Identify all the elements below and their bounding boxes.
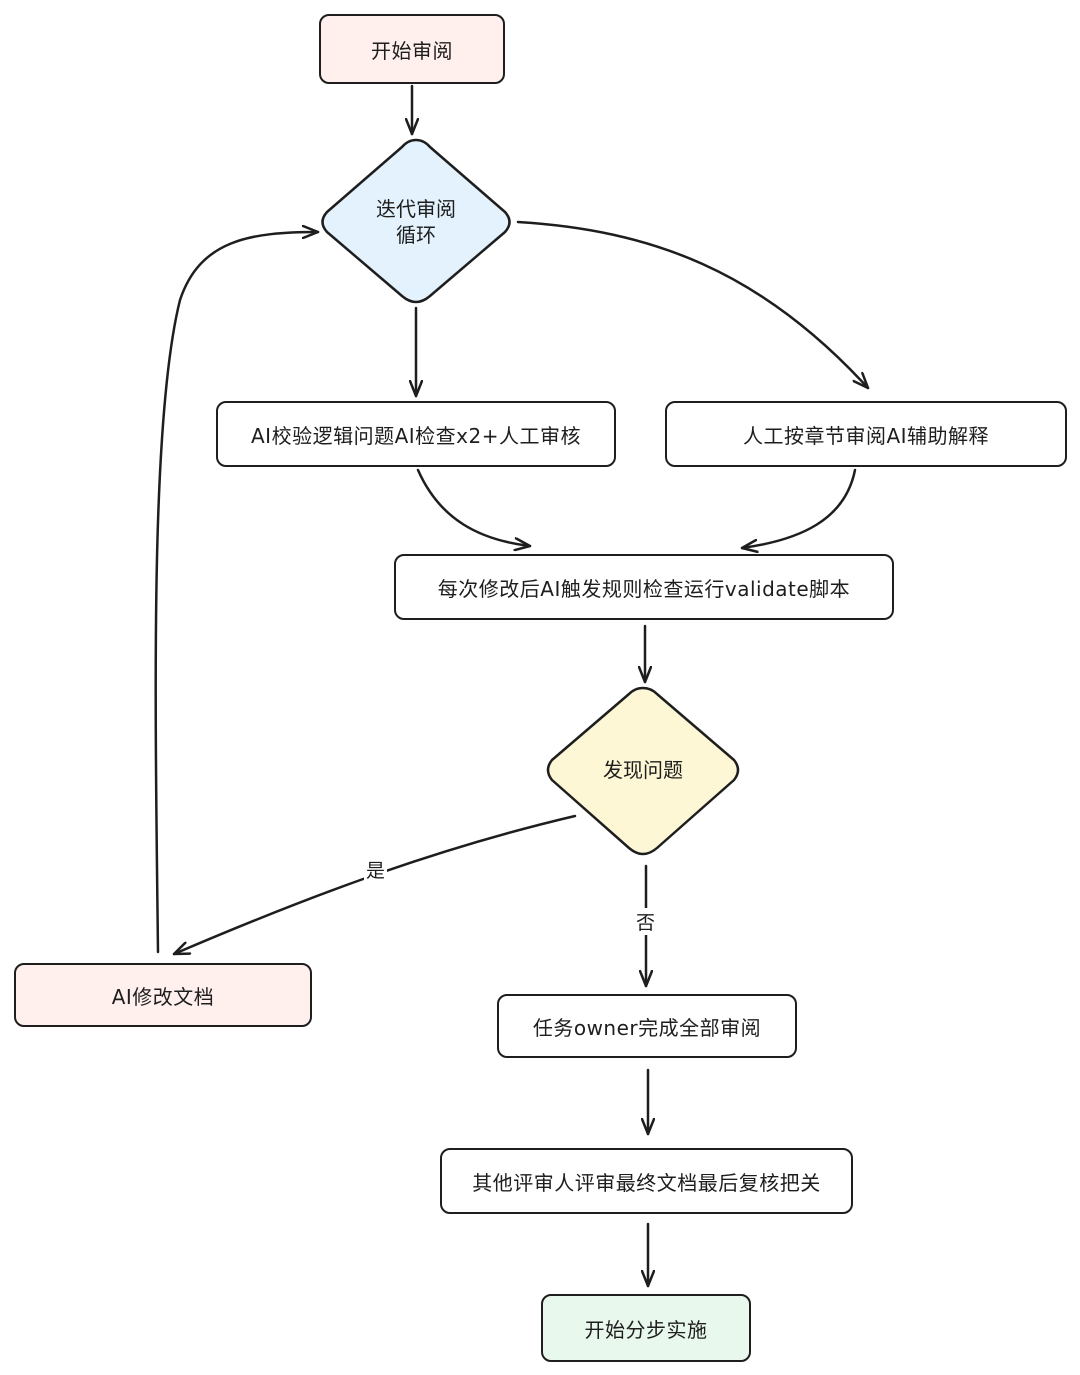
edge-found-issue-yes — [172, 814, 577, 956]
start-node-label: 开始审阅 — [371, 38, 453, 63]
edge-human-review-to-validate — [740, 468, 857, 548]
edge-yes-label: 是 — [364, 856, 388, 883]
iterate-diamond-shape — [321, 138, 511, 304]
other-review-node: 其他评审人评审最终文档最后复核把关 — [440, 1148, 853, 1214]
ai-check-node-label: AI校验逻辑问题AI检查x2+人工审核 — [251, 423, 581, 448]
ai-modify-node-label: AI修改文档 — [111, 984, 215, 1009]
ai-check-node: AI校验逻辑问题AI检查x2+人工审核 — [216, 401, 616, 467]
implement-node: 开始分步实施 — [541, 1294, 751, 1362]
found-issue-diamond-label: 发现问题 — [583, 752, 703, 788]
iterate-diamond-label: 迭代审阅 循环 — [346, 192, 486, 252]
validate-node-label: 每次修改后AI触发规则检查运行validate脚本 — [437, 576, 851, 601]
edge-no-label: 否 — [634, 908, 658, 935]
start-node: 开始审阅 — [319, 14, 505, 84]
found-issue-label: 发现问题 — [603, 758, 683, 782]
implement-node-label: 开始分步实施 — [584, 1317, 708, 1342]
iterate-label-line1: 迭代审阅 — [376, 197, 456, 221]
validate-node: 每次修改后AI触发规则检查运行validate脚本 — [394, 554, 894, 620]
ai-modify-node: AI修改文档 — [14, 963, 312, 1027]
human-review-node: 人工按章节审阅AI辅助解释 — [665, 401, 1067, 467]
edge-ai-check-to-validate — [416, 468, 532, 546]
other-review-node-label: 其他评审人评审最终文档最后复核把关 — [472, 1170, 821, 1195]
edge-ai-modify-to-iterate — [154, 232, 320, 954]
human-review-node-label: 人工按章节审阅AI辅助解释 — [742, 423, 990, 448]
owner-done-node: 任务owner完成全部审阅 — [497, 994, 797, 1058]
iterate-label-line2: 循环 — [396, 223, 436, 247]
found-issue-diamond-shape — [546, 686, 740, 856]
edge-iterate-to-human-review — [516, 220, 870, 390]
owner-done-node-label: 任务owner完成全部审阅 — [532, 1015, 762, 1040]
